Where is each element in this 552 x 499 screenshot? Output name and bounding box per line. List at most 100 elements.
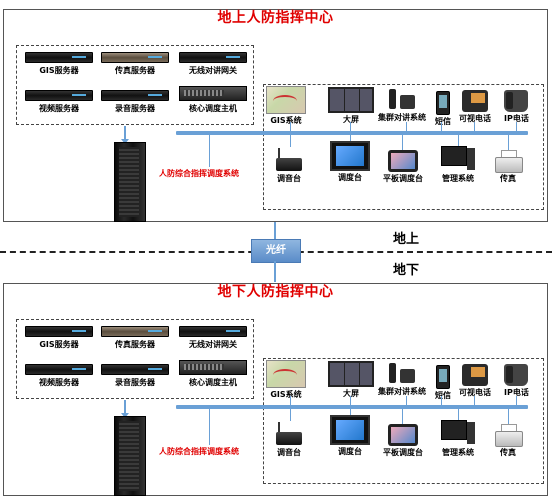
bus-link (402, 135, 403, 150)
bus-link (350, 122, 351, 131)
record-server: 录音服务器 (99, 364, 171, 388)
ip-phone: IP电话 (504, 364, 529, 398)
bus-link (441, 396, 442, 405)
bus-link (290, 409, 291, 421)
fax-machine-icon (493, 424, 523, 447)
terminal-group (263, 84, 544, 210)
system-label: 人防综合指挥调度系统 (159, 169, 239, 178)
sms: 短信 (435, 365, 451, 401)
network-bus (176, 131, 528, 135)
bus-link (402, 409, 403, 424)
video-phone-icon (462, 364, 488, 386)
underground-zone: 地下人防指挥中心 GIS服务器 传真服务器 无线对讲网关 视频服务器 录音服务器… (3, 283, 548, 496)
dispatch-console: 调度台 (330, 141, 370, 183)
bus-link (350, 409, 351, 415)
monitor-icon (330, 415, 370, 445)
fiber-line-lower (274, 261, 276, 282)
monitor-icon (330, 141, 370, 171)
fax-device: 传真 (493, 150, 523, 184)
bus-link (350, 135, 351, 141)
rack-server-icon (25, 90, 93, 101)
fax-server: 传真服务器 (99, 326, 171, 350)
server-group: GIS服务器 传真服务器 无线对讲网关 视频服务器 录音服务器 核心调度主机 (16, 319, 254, 399)
tablet-dispatch: 平板调度台 (383, 150, 423, 184)
rack-server-icon (101, 52, 169, 63)
walkie-talkie-icon (387, 363, 417, 385)
fax-machine-icon (493, 150, 523, 173)
video-server: 视频服务器 (23, 364, 95, 388)
video-phone-icon (462, 90, 488, 112)
mixer-console-icon (274, 422, 304, 446)
rack-server-icon (25, 364, 93, 375)
bus-link (508, 135, 509, 150)
map-icon (266, 86, 306, 114)
bus-link (406, 122, 407, 131)
rack-server-icon (101, 326, 169, 337)
video-wall-icon (328, 361, 374, 387)
bus-link (290, 135, 291, 147)
core-dispatch-host: 核心调度主机 (177, 86, 249, 114)
mixer-console-icon (274, 148, 304, 172)
management-system: 管理系统 (441, 420, 475, 458)
fiber-link: 光纤 (251, 239, 301, 263)
sms: 短信 (435, 91, 451, 127)
rack-server-icon (179, 326, 247, 337)
rack-server-icon (179, 52, 247, 63)
tablet-dispatch: 平板调度台 (383, 424, 423, 458)
ground-zone: 地上人防指挥中心 GIS服务器 传真服务器 无线对讲网关 视频服务器 录音服务器… (3, 9, 548, 222)
bus-link (516, 122, 517, 131)
radio-gateway: 无线对讲网关 (177, 326, 249, 350)
underground-zone-title: 地下人防指挥中心 (4, 281, 547, 301)
bus-link (508, 409, 509, 424)
ip-phone-icon (504, 90, 529, 112)
audio-console: 调音台 (274, 422, 304, 458)
server-group: GIS服务器 传真服务器 无线对讲网关 视频服务器 录音服务器 核心调度主机 (16, 45, 254, 125)
bus-link (209, 409, 210, 445)
core-dispatch-host: 核心调度主机 (177, 360, 249, 388)
bus-link (458, 135, 459, 146)
mobile-phone-icon (436, 91, 450, 115)
management-system: 管理系统 (441, 146, 475, 184)
server-cabinet-icon (114, 142, 146, 222)
down-arrow (121, 126, 129, 144)
video-wall-icon (328, 87, 374, 113)
gis-system: GIS系统 (266, 86, 306, 126)
bus-link (290, 396, 291, 405)
above-ground-label: 地上 (393, 232, 420, 247)
desktop-computer-icon (441, 420, 475, 446)
gis-server: GIS服务器 (23, 326, 95, 350)
audio-console: 调音台 (274, 148, 304, 184)
below-ground-label: 地下 (393, 263, 420, 278)
bus-link (458, 409, 459, 420)
fax-server: 传真服务器 (99, 52, 171, 76)
bus-link (209, 135, 210, 167)
mobile-phone-icon (436, 365, 450, 389)
dispatch-console: 调度台 (330, 415, 370, 457)
bus-link (474, 122, 475, 131)
bus-link (406, 396, 407, 405)
bus-link (516, 396, 517, 405)
bus-link (474, 396, 475, 405)
rack-server-icon (101, 90, 169, 101)
big-screen: 大屏 (328, 87, 374, 125)
walkie-talkie-icon (387, 89, 417, 111)
rack-host-icon (179, 360, 247, 375)
system-label: 人防综合指挥调度系统 (159, 447, 239, 456)
radio-gateway: 无线对讲网关 (177, 52, 249, 76)
bus-link (441, 122, 442, 131)
rack-server-icon (25, 52, 93, 63)
trunk-radio-system: 集群对讲系统 (378, 89, 426, 123)
bus-link (350, 396, 351, 405)
rack-host-icon (179, 86, 247, 101)
server-cabinet-icon (114, 416, 146, 496)
rack-server-icon (25, 326, 93, 337)
record-server: 录音服务器 (99, 90, 171, 114)
bus-link (290, 122, 291, 131)
tablet-icon (388, 150, 418, 172)
fiber-line-upper (274, 222, 276, 239)
tablet-icon (388, 424, 418, 446)
video-phone: 可视电话 (459, 364, 491, 398)
terminal-group (263, 358, 544, 484)
ip-phone: IP电话 (504, 90, 529, 124)
network-bus (176, 405, 528, 409)
